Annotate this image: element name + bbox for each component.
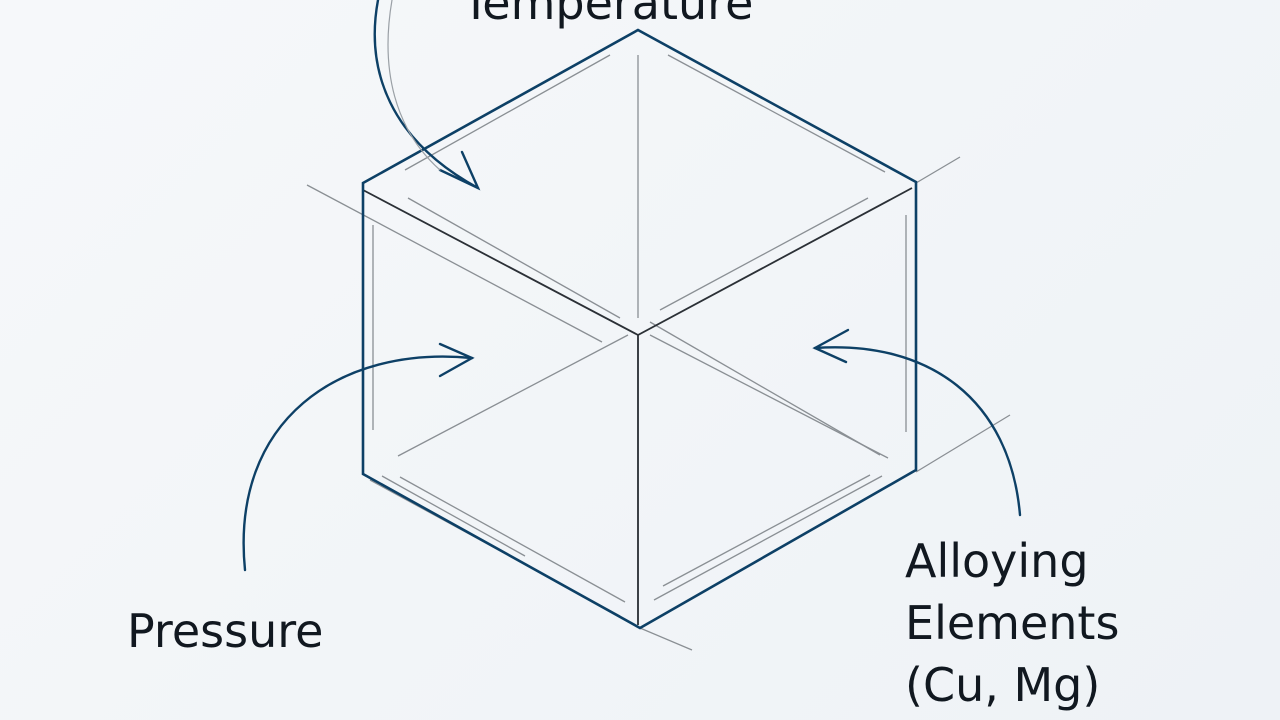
alloying-arrow [812,328,1022,517]
temperature-arrow [373,0,481,191]
alloying-label-line1: Alloying [905,534,1089,588]
cube-inner-edges [362,187,913,625]
temperature-label: Temperature [462,0,754,30]
alloying-label-line2: Elements [905,596,1120,650]
pressure-label: Pressure [127,604,324,658]
cube-outline [361,28,918,630]
alloying-label-line3: (Cu, Mg) [905,658,1101,712]
pressure-arrow [242,342,475,572]
